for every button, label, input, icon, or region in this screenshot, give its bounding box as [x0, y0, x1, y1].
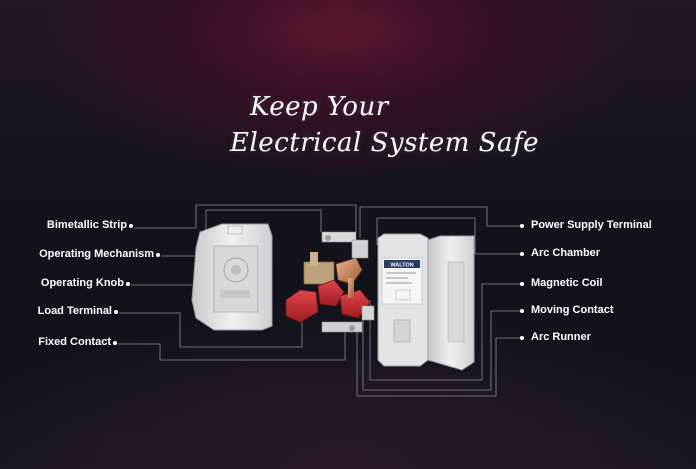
label-moving-contact: Moving Contact [531, 304, 614, 316]
headline-line-2: Electrical System Safe [230, 128, 539, 158]
label-fixed-contact: Fixed Contact [38, 336, 111, 348]
mechanism-assembly [285, 231, 375, 333]
leader-bimetallic-strip [134, 204, 357, 232]
bullet-dot [520, 224, 524, 228]
housing-left-half [191, 223, 273, 331]
label-bimetallic-strip: Bimetallic Strip [46, 219, 127, 231]
bullet-dot [156, 253, 160, 257]
bullet-dot [113, 341, 117, 345]
bullet-dot [520, 252, 524, 256]
leader-arc-runner [356, 330, 520, 397]
leader-operating-mechanism [161, 209, 322, 257]
label-operating-knob: Operating Knob [40, 277, 124, 289]
bullet-dot [126, 282, 130, 286]
bullet-dot [520, 336, 524, 340]
bullet-dot [114, 310, 118, 314]
label-arc-runner: Arc Runner [531, 331, 591, 343]
leader-magnetic-coil [369, 283, 520, 381]
label-load-terminal: Load Terminal [37, 305, 112, 317]
label-operating-mechanism: Operating Mechanism [39, 248, 154, 260]
brand-text: WALTON [390, 263, 413, 269]
leader-fixed-contact [118, 322, 346, 361]
housing-right-half: WALTON [377, 233, 475, 371]
bullet-dot [129, 224, 133, 228]
label-magnetic-coil: Magnetic Coil [531, 277, 603, 289]
leader-arc-chamber [376, 217, 520, 255]
headline-line-1: Keep Your [250, 92, 389, 122]
label-arc-chamber: Arc Chamber [531, 247, 601, 259]
bullet-dot [520, 282, 524, 286]
leader-moving-contact [362, 310, 520, 391]
label-power-supply-terminal: Power Supply Terminal [531, 219, 652, 231]
leader-power-supply-terminal [359, 206, 520, 238]
leader-load-terminal [119, 312, 303, 348]
bullet-dot [520, 309, 524, 313]
